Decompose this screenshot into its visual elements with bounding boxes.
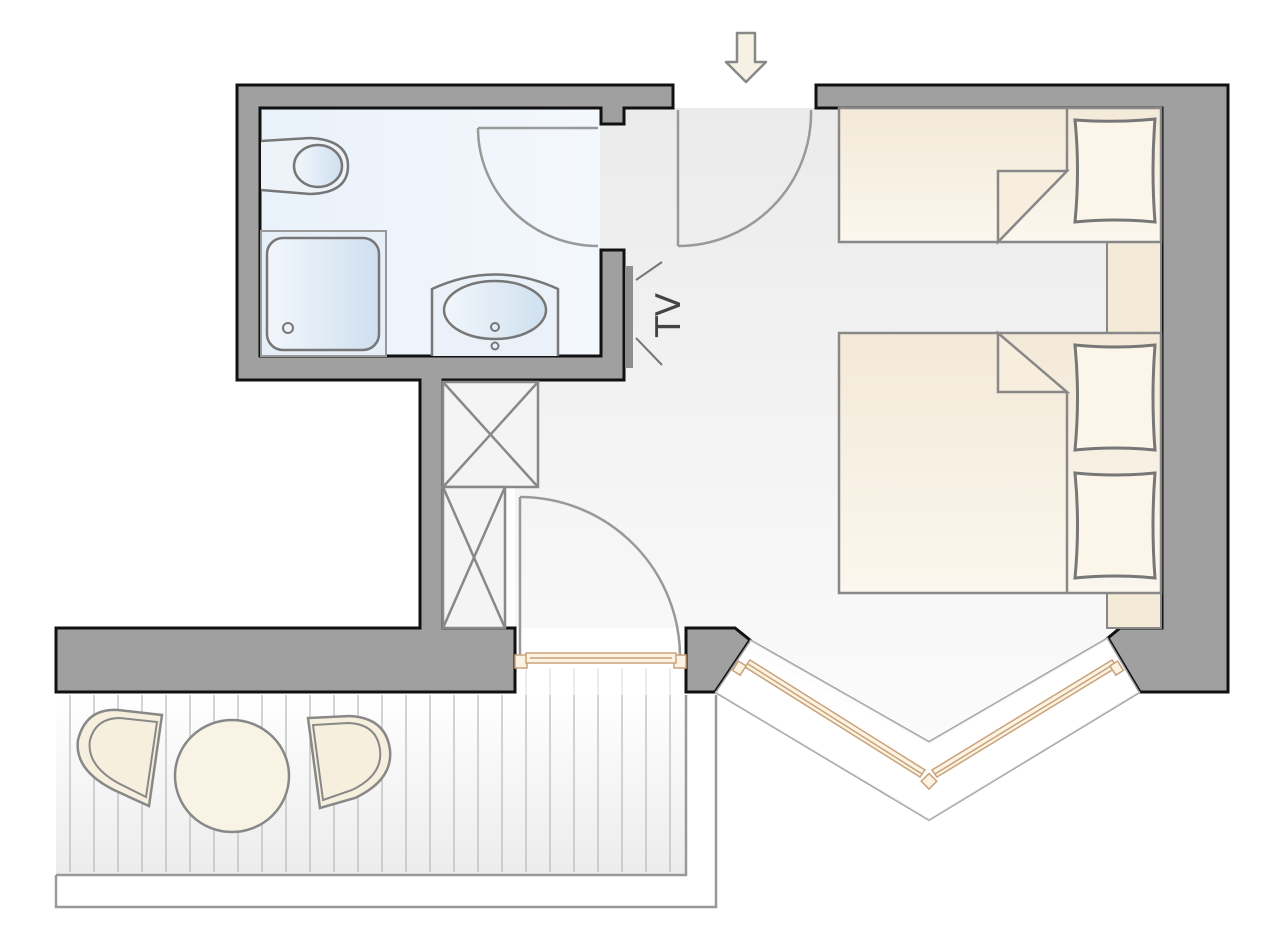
balcony-furniture: [76, 708, 392, 834]
bathroom-wall: [54, 83, 675, 694]
single-bed: [837, 106, 1163, 246]
entrance-door[interactable]: [676, 109, 813, 248]
shower-drain: [282, 322, 294, 334]
balcony-railing: [56, 695, 688, 877]
balcony-railing-outer: [54, 695, 718, 909]
chair-left: [76, 708, 164, 808]
chair-right: [306, 714, 392, 810]
tv-label: TV: [649, 293, 689, 338]
balcony: [54, 660, 718, 909]
pillow: [1073, 471, 1157, 580]
balcony-door-swing[interactable]: [518, 495, 682, 659]
double-bed: [837, 330, 1163, 595]
bed-fold: [996, 169, 1070, 246]
tv-panel: [625, 266, 633, 368]
washbasin: [430, 273, 560, 356]
bathroom-door[interactable]: [476, 126, 599, 248]
entrance-arrow-icon: [724, 31, 768, 84]
toilet: [260, 136, 350, 196]
wardrobe[interactable]: [441, 380, 540, 630]
shower: [260, 230, 387, 357]
round-table: [173, 718, 291, 834]
bed-fold: [996, 330, 1071, 394]
pillow: [1073, 343, 1157, 452]
balcony-door[interactable]: [514, 652, 687, 669]
pillow: [1073, 117, 1157, 224]
tv: TV: [635, 261, 689, 366]
walls: [54, 83, 1230, 694]
bay-window: [714, 637, 1141, 822]
